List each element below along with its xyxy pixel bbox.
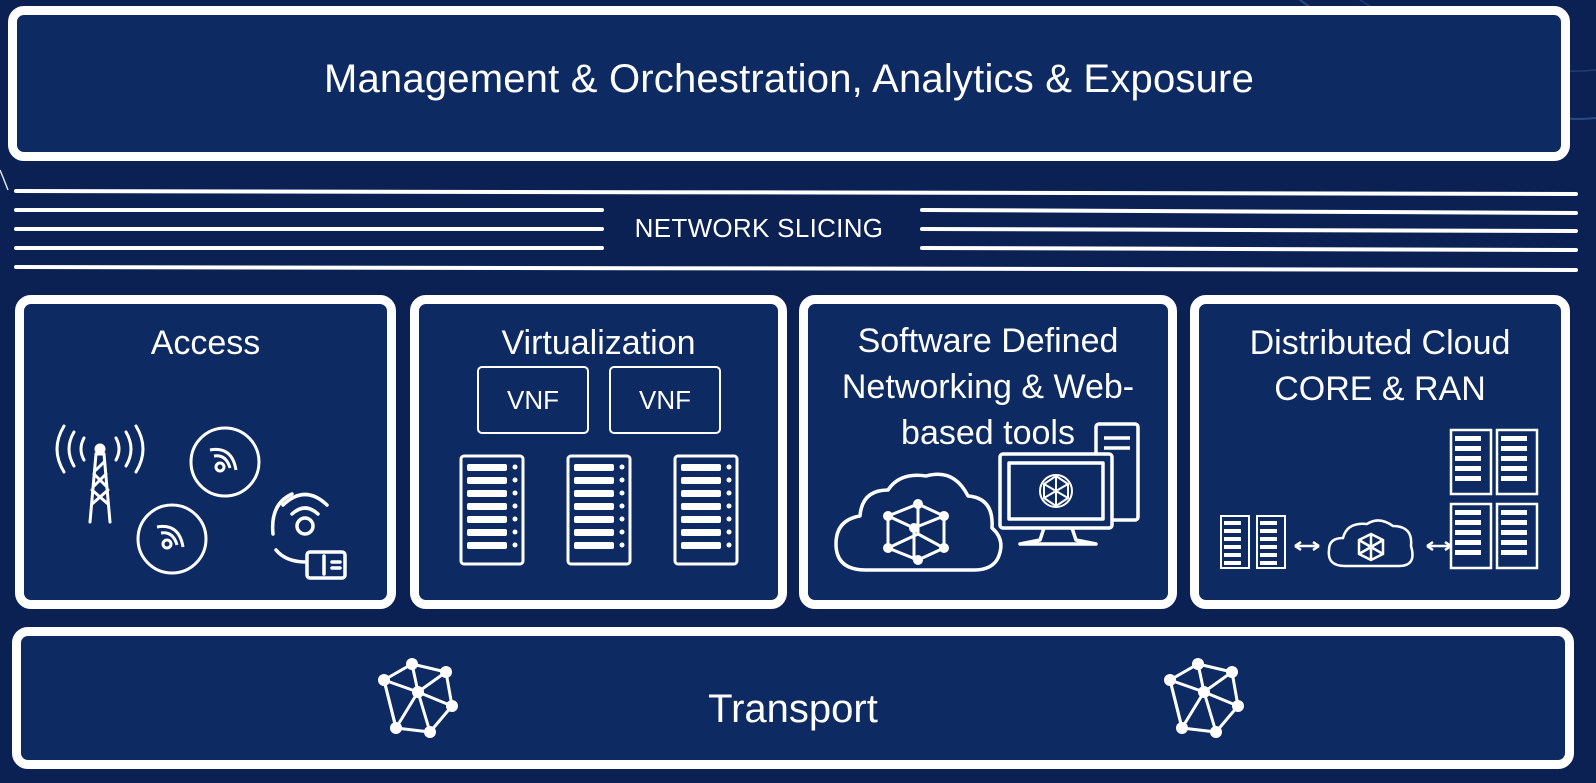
mesh-network-icon [378, 658, 458, 738]
sdn-tile: Software Defined Networking & Web-based … [799, 295, 1177, 609]
virtualization-title: Virtualization [501, 324, 696, 362]
cloud-mesh-icon [834, 472, 1003, 572]
network-slicing-label: NETWORK SLICING [634, 213, 884, 243]
distributed-cloud-title: Distributed Cloud CORE & RAN [1249, 324, 1511, 408]
vnf-box: VNF [477, 366, 589, 434]
sdn-title: Software Defined Networking & Web-based … [841, 322, 1135, 452]
cell-tower-icon [55, 424, 145, 524]
satellite-dish-icon [136, 503, 208, 575]
server-rack-icon [566, 454, 632, 566]
network-slicing-lines [14, 189, 1578, 272]
access-title: Access [150, 324, 261, 362]
computer-icon [998, 422, 1140, 546]
server-rack-icon [1449, 428, 1539, 570]
mesh-network-icon [1164, 658, 1244, 738]
transport-panel: Transport [12, 627, 1574, 769]
management-orchestration-panel: Management & Orchestration, Analytics & … [8, 6, 1570, 161]
wireless-sim-icon [270, 492, 347, 580]
access-tile: Access [15, 295, 396, 609]
cloud-mesh-icon [1294, 519, 1452, 568]
server-rack-icon [459, 454, 525, 566]
management-orchestration-title: Management & Orchestration, Analytics & … [323, 57, 1255, 101]
satellite-dish-icon [189, 426, 261, 498]
vnf-box: VNF [609, 366, 721, 434]
server-rack-icon [673, 454, 739, 566]
distributed-cloud-tile: Distributed Cloud CORE & RAN [1190, 295, 1570, 609]
server-rack-icon [1220, 515, 1286, 569]
virtualization-tile: Virtualization VNF VNF [410, 295, 787, 609]
transport-title: Transport [708, 687, 878, 731]
